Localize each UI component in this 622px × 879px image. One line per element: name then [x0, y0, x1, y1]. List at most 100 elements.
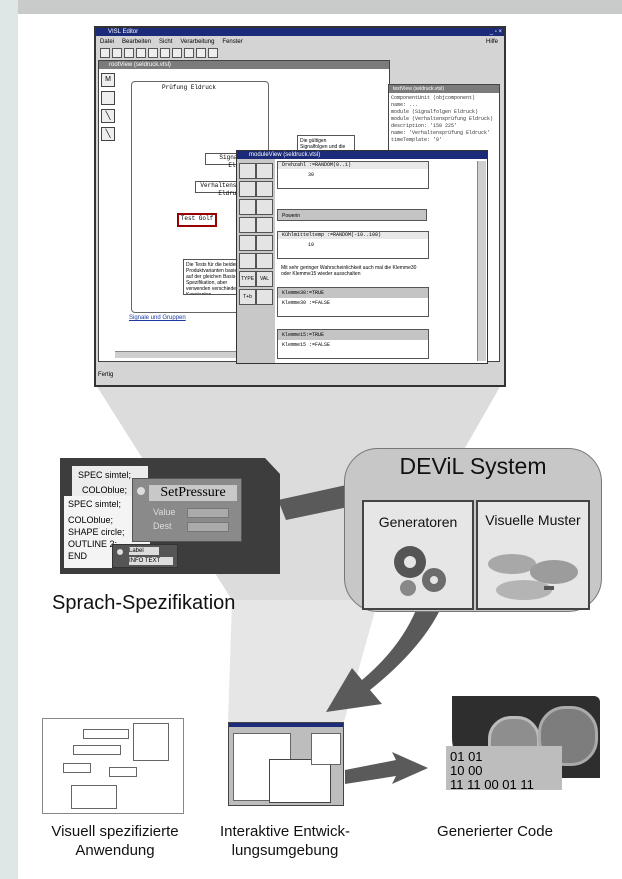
link-signale[interactable]: Signale und Gruppen [129, 315, 186, 321]
setpressure-widget: SetPressure Value Dest [132, 478, 242, 542]
moduleview-scrollbar[interactable] [477, 161, 486, 361]
palette-m[interactable]: M [101, 73, 115, 87]
block-kuehlmittel[interactable]: Kühlmitteltemp :=RANDOM(-10..100) 10 [277, 231, 429, 259]
palette-line[interactable]: ╲ [101, 109, 115, 123]
arrow-ide-code [345, 752, 428, 784]
palette-tb[interactable]: T+b [239, 289, 256, 305]
code-line: 01 01 [450, 749, 483, 764]
textview-content: ComponentUnit (objcomponent) name: ... m… [391, 95, 495, 144]
toolbar-button[interactable] [112, 48, 122, 58]
window-controls[interactable]: _ ▫ × [489, 29, 502, 35]
palette-tool[interactable] [256, 253, 273, 269]
palette-tool[interactable] [256, 163, 273, 179]
spec-back-line: COLOblue; [82, 485, 128, 495]
palette-tool[interactable] [239, 235, 256, 251]
spec-line: SPEC simtel; [68, 499, 122, 509]
left-strip [0, 0, 18, 879]
block-line: Kühlmitteltemp :=RANDOM(-10..100) [278, 232, 428, 239]
node-test-golf[interactable]: Test Golf [177, 213, 217, 227]
mini-label: Label [129, 547, 159, 555]
toolbar-button[interactable] [184, 48, 194, 58]
menu-datei[interactable]: Datei [100, 39, 115, 45]
moduleview-window: moduleView (seldruck.vtsl) TYPE VAL T+b … [236, 150, 488, 364]
palette-tool[interactable] [239, 217, 256, 233]
group-label: Prüfung Eldruck [162, 84, 217, 91]
generatoren-label: Generatoren [378, 514, 458, 530]
palette-tool[interactable] [239, 181, 256, 197]
menu-bearbeiten[interactable]: Bearbeiten [122, 39, 152, 45]
block-value: 10 [308, 242, 315, 248]
toolbar-button[interactable] [172, 48, 182, 58]
block-line: Klemme30 :=FALSE [282, 300, 331, 306]
toolbar-button[interactable] [208, 48, 218, 58]
mini-circle-icon [117, 549, 123, 555]
status-bar: Fertig [98, 372, 114, 378]
palette-tool[interactable] [239, 253, 256, 269]
devil-title: DEViL System [399, 453, 547, 479]
spec-line: COLOblue; [68, 515, 114, 525]
palette-shape[interactable] [101, 91, 115, 105]
module-note: Mit sehr geringer Wahrscheinlichkeit auc… [281, 265, 417, 277]
code-line: 11 11 00 01 11 [450, 777, 534, 792]
block-value: 30 [308, 172, 315, 178]
arrow-devil-down [326, 610, 440, 712]
editor-title: VISL Editor [96, 28, 504, 36]
menu-bar: Datei Bearbeiten Sicht Verarbeitung Fens… [100, 38, 243, 46]
spec-back-line: SPEC simtel; [78, 470, 132, 480]
toolbar-button[interactable] [196, 48, 206, 58]
palette-tool[interactable] [256, 289, 273, 305]
module-palette: TYPE VAL T+b [237, 159, 275, 363]
toolbar-button[interactable] [124, 48, 134, 58]
palette-tool[interactable] [256, 181, 273, 197]
palette-type[interactable]: TYPE [239, 271, 256, 287]
text-line: description: '150 225' [391, 123, 458, 129]
block-klemme15[interactable]: Klemme15:=TRUE Klemme15 :=FALSE [277, 329, 429, 359]
widget-circle-icon [137, 487, 145, 495]
rootview-title: rootView (seldruck.vtsl) [99, 61, 389, 69]
widget-field-input [187, 522, 229, 532]
toolbar-button[interactable] [136, 48, 146, 58]
palette-tool[interactable] [256, 199, 273, 215]
thumb-moduleview [269, 759, 331, 803]
label-anwendung: Visuell spezifizierte Anwendung [51, 823, 179, 859]
text-line: name: ... [391, 102, 419, 108]
block-drehzahl[interactable]: Drehzahl :=RANDOM(0..1) 30 [277, 161, 429, 189]
widget-field-label: Value [153, 507, 176, 517]
menu-verarbeitung[interactable]: Verarbeitung [180, 39, 215, 45]
block-line: Klemme15 :=FALSE [282, 342, 331, 348]
label-sprach-spezifikation: Sprach-Spezifikation [52, 592, 236, 614]
thumb-textview [311, 733, 341, 765]
mini-info: INFO TEXT [129, 557, 173, 565]
spec-line: END [68, 551, 88, 561]
toolbar-button[interactable] [100, 48, 110, 58]
palette-tool[interactable] [239, 163, 256, 179]
block-klemme30[interactable]: Klemme30:=TRUE Klemme30 :=FALSE [277, 287, 429, 317]
moduleview-title: moduleView (seldruck.vtsl) [237, 151, 487, 159]
palette-tool[interactable] [256, 235, 273, 251]
label-entwicklungsumgebung: Interaktive Entwick- lungsumgebung [219, 823, 351, 859]
generatoren-panel: Generatoren [362, 500, 474, 610]
mini-widget: Label INFO TEXT [112, 544, 178, 568]
toolbar-button[interactable] [160, 48, 170, 58]
menu-hilfe[interactable]: Hilfe [485, 39, 498, 45]
text-line: name: 'Verhaltensprüfung Eldruck' [391, 130, 491, 136]
visuelle-muster-label: Visuelle Muster [485, 512, 581, 528]
palette-val[interactable]: VAL [256, 271, 273, 287]
patterns-icon [488, 554, 578, 600]
label-generierter-code: Generierter Code [437, 823, 553, 840]
palette-tool[interactable] [256, 217, 273, 233]
palette-tool[interactable] [239, 199, 256, 215]
thumb-node [83, 729, 129, 739]
block-line: Drehzahl :=RANDOM(0..1) [278, 162, 428, 169]
palette-line2[interactable]: ╲ [101, 127, 115, 141]
block-powerin[interactable]: Powerin [277, 209, 427, 221]
menu-fenster[interactable]: Fenster [222, 39, 243, 45]
generated-code: 01 01 10 00 11 11 00 01 11 [446, 746, 562, 792]
top-bar [0, 0, 622, 14]
code-line: 10 00 [450, 763, 483, 778]
visuelle-muster-panel: Visuelle Muster [476, 500, 590, 610]
toolbar-button[interactable] [148, 48, 158, 58]
widget-field-input [187, 508, 229, 518]
thumb-node [63, 763, 91, 773]
menu-sicht[interactable]: Sicht [159, 39, 173, 45]
